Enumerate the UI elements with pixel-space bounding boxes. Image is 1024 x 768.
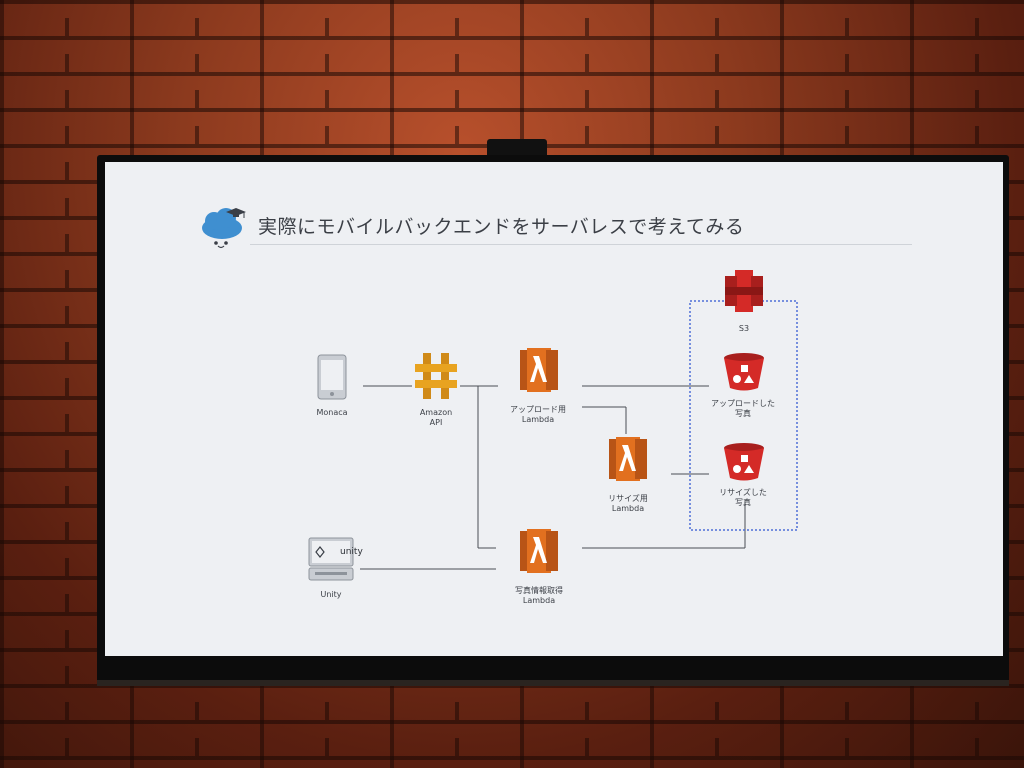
lambda-icon — [520, 529, 558, 573]
api-label-line2: API — [429, 418, 443, 427]
architecture-diagram — [360, 300, 798, 570]
resize-lambda-label-line2: Lambda — [611, 504, 645, 513]
lambda-icon — [609, 437, 647, 481]
upload-lambda-label-line2: Lambda — [521, 415, 555, 424]
unity-device-icon — [308, 537, 354, 581]
cloud-mascot-icon — [202, 208, 246, 249]
api-gateway-icon — [415, 353, 457, 399]
slide-screen: 実際にモバイルバックエンドをサーバレスで考えてみる Monaca Ama — [105, 162, 1003, 656]
s3-icon — [725, 270, 763, 312]
info-lambda-label-line1: 写真情報取得 — [515, 586, 563, 595]
s3-label: S3 — [738, 324, 750, 333]
resized-bucket-label-line2: 写真 — [735, 498, 751, 507]
lambda-icon — [520, 348, 558, 392]
connector-lines — [360, 385, 746, 570]
bucket-icon — [724, 353, 764, 391]
uploaded-bucket-label-line1: アップロードした — [711, 399, 775, 408]
tv-stand-edge — [97, 680, 1009, 686]
title-divider — [250, 244, 912, 245]
uploaded-bucket-label-line2: 写真 — [735, 409, 751, 418]
unity-label: Unity — [320, 590, 342, 599]
unity-screen-text: unity — [340, 547, 363, 557]
resized-bucket-label-line1: リサイズした — [719, 488, 767, 497]
monaca-label: Monaca — [316, 408, 348, 417]
upload-lambda-label-line1: アップロード用 — [510, 405, 566, 414]
api-label-line1: Amazon — [419, 408, 453, 417]
slide-title: 実際にモバイルバックエンドをサーバレスで考えてみる — [258, 216, 745, 238]
resize-lambda-label-line1: リサイズ用 — [608, 494, 648, 503]
bucket-icon — [724, 443, 764, 481]
info-lambda-label-line2: Lambda — [522, 596, 556, 605]
phone-icon — [317, 354, 347, 400]
